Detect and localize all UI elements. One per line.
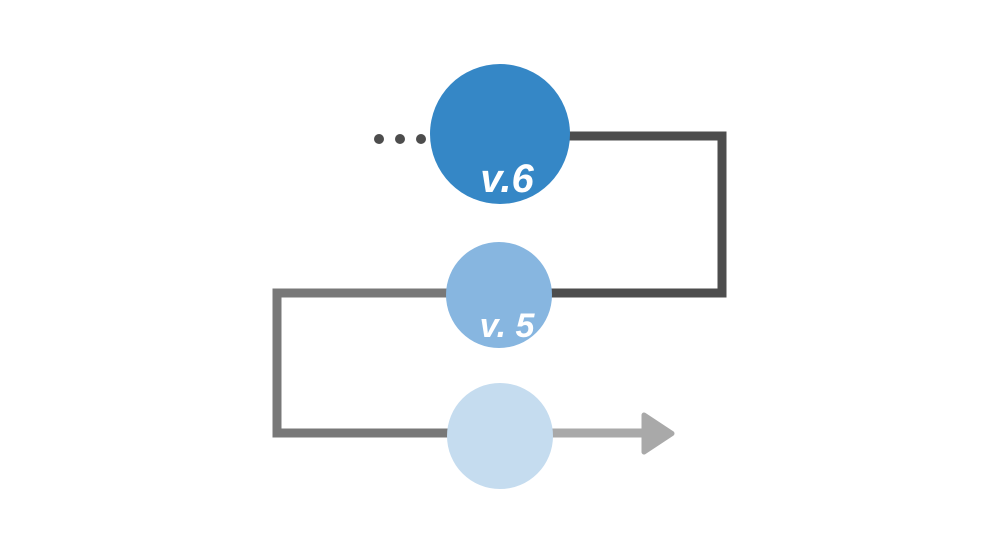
ellipsis-dot [416, 134, 426, 144]
arrowhead-icon [641, 412, 675, 455]
node-v5-label: v. 5 [480, 307, 536, 345]
connector-v5-to-v4 [272, 288, 500, 438]
ellipsis-dot [374, 134, 384, 144]
node-v5 [446, 242, 552, 348]
connector-v6-to-v5 [500, 131, 727, 298]
node-v6-label: v.6 [480, 157, 534, 201]
node-v4 [447, 383, 553, 489]
ellipsis-dots-icon [374, 134, 426, 144]
node-v6 [430, 64, 570, 204]
ellipsis-dot [395, 134, 405, 144]
